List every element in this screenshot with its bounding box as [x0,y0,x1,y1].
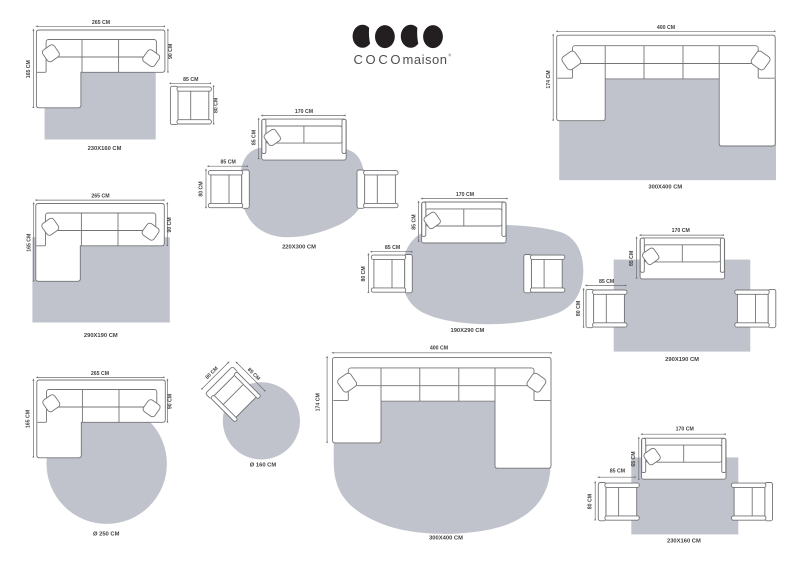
svg-text:Ø 160 CM: Ø 160 CM [250,463,277,469]
svg-text:85 CM: 85 CM [411,214,417,229]
svg-text:290X190 CM: 290X190 CM [665,357,699,363]
svg-text:80 CM: 80 CM [214,98,220,113]
svg-text:190X290 CM: 190X290 CM [450,328,484,334]
svg-text:265 CM: 265 CM [91,371,109,377]
svg-text:80 CM: 80 CM [588,494,594,509]
svg-text:maison: maison [403,52,448,67]
svg-text:90 CM: 90 CM [168,44,174,59]
svg-text:®: ® [448,53,451,58]
svg-text:300X400 CM: 300X400 CM [429,536,463,542]
svg-text:90 CM: 90 CM [167,394,173,409]
svg-text:80 CM: 80 CM [198,181,204,196]
svg-text:400 CM: 400 CM [657,25,675,31]
svg-text:85 CM: 85 CM [610,468,625,474]
svg-text:400 CM: 400 CM [430,346,448,352]
svg-text:170 CM: 170 CM [676,427,694,433]
svg-text:165 CM: 165 CM [27,234,33,252]
svg-text:Ø 250 CM: Ø 250 CM [93,531,120,537]
svg-text:85 CM: 85 CM [599,279,614,285]
svg-text:300X400 CM: 300X400 CM [648,185,682,191]
svg-text:90 CM: 90 CM [167,217,173,232]
svg-text:85 CM: 85 CM [221,160,236,166]
svg-text:85 CM: 85 CM [385,245,400,251]
svg-text:265 CM: 265 CM [91,194,109,200]
svg-text:85 CM: 85 CM [183,77,198,83]
svg-text:COCO: COCO [354,52,401,67]
svg-text:85 CM: 85 CM [251,130,257,145]
svg-text:165 CM: 165 CM [26,60,32,78]
svg-text:174 CM: 174 CM [316,393,322,411]
svg-text:65 CM: 65 CM [631,451,637,466]
svg-text:290X190 CM: 290X190 CM [84,333,118,339]
svg-text:85 CM: 85 CM [629,251,635,266]
svg-text:165 CM: 165 CM [25,410,31,428]
svg-text:230X160 CM: 230X160 CM [667,538,701,544]
svg-text:170 CM: 170 CM [672,228,690,234]
svg-text:80 CM: 80 CM [361,266,367,281]
svg-text:265 CM: 265 CM [92,20,110,26]
svg-text:230X160 CM: 230X160 CM [88,146,122,152]
svg-text:220X300 CM: 220X300 CM [282,245,316,251]
svg-text:80 CM: 80 CM [576,301,582,316]
svg-text:170 CM: 170 CM [456,192,474,198]
svg-text:174 CM: 174 CM [546,70,552,88]
svg-text:170 CM: 170 CM [295,109,313,115]
